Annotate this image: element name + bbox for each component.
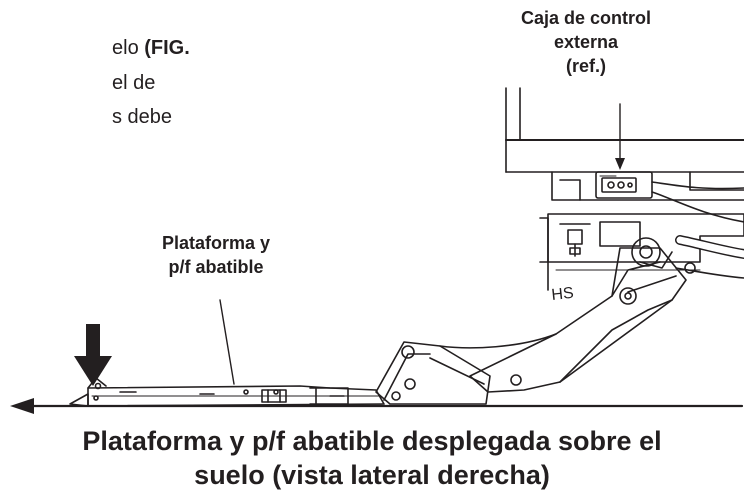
figure-caption: Plataforma y p/f abatible desplegada sob… <box>0 424 744 492</box>
caption-line-1: Plataforma y p/f abatible desplegada sob… <box>82 426 662 456</box>
control-box-callout: Caja de control externa (ref.) <box>488 6 684 78</box>
arm-lower-pivot <box>510 374 522 386</box>
left-arrow-icon <box>10 398 34 414</box>
control-box-callout-line-2: externa <box>553 32 619 52</box>
body-text-line-3: s debe <box>112 106 173 128</box>
lift-arm-outer <box>469 247 687 393</box>
platform-hinge-plate <box>375 341 491 405</box>
control-box <box>595 171 653 199</box>
body-text-line-1: elo (FIG. <box>112 37 190 59</box>
body-text-line-2: el de <box>112 72 156 94</box>
roll-stop <box>69 393 89 407</box>
platform-callout-line-1: Plataforma y <box>161 233 271 253</box>
down-arrow-icon <box>74 324 112 386</box>
platform-callout: Plataforma y p/f abatible <box>118 231 314 279</box>
arm-mid-pivot <box>619 287 637 305</box>
platform-leader <box>219 299 235 385</box>
vehicle-underframe <box>551 171 744 201</box>
hs-mark: HS <box>551 285 575 304</box>
control-box-callout-line-3: (ref.) <box>566 56 606 76</box>
caption-line-2: suelo (vista lateral derecha) <box>194 460 550 490</box>
platform-callout-line-2: p/f abatible <box>168 257 264 277</box>
control-box-callout-line-1: Caja de control <box>520 8 652 28</box>
